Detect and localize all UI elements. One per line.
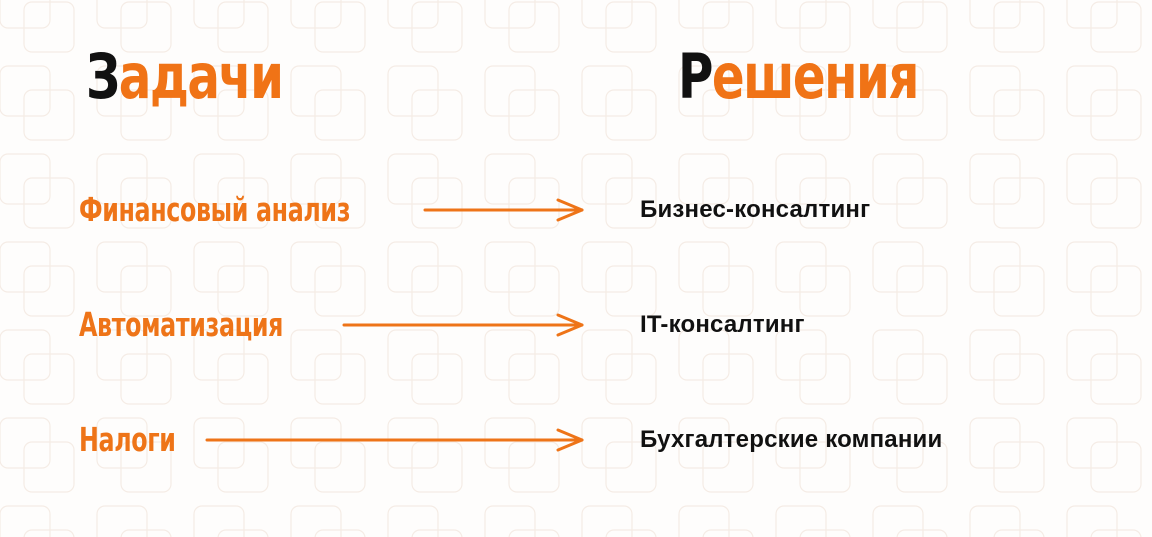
- arrow-right-icon: [423, 198, 584, 222]
- arrow-right-icon: [205, 428, 584, 452]
- solutions-heading: Решения: [678, 46, 919, 108]
- solution-label: IT-консалтинг: [640, 311, 805, 338]
- task-label: Налоги: [79, 420, 176, 459]
- solutions-heading-rest: ешения: [711, 40, 920, 113]
- task-label: Финансовый анализ: [79, 190, 351, 229]
- task-label: Автоматизация: [79, 305, 284, 344]
- tasks-heading-first-letter: З: [86, 40, 120, 113]
- tasks-heading-rest: адачи: [118, 40, 284, 113]
- solution-label: Бухгалтерские компании: [640, 426, 943, 453]
- tasks-heading: Задачи: [86, 46, 284, 108]
- arrow-right-icon: [342, 313, 584, 337]
- solutions-heading-first-letter: Р: [678, 40, 713, 113]
- solution-label: Бизнес-консалтинг: [640, 196, 871, 223]
